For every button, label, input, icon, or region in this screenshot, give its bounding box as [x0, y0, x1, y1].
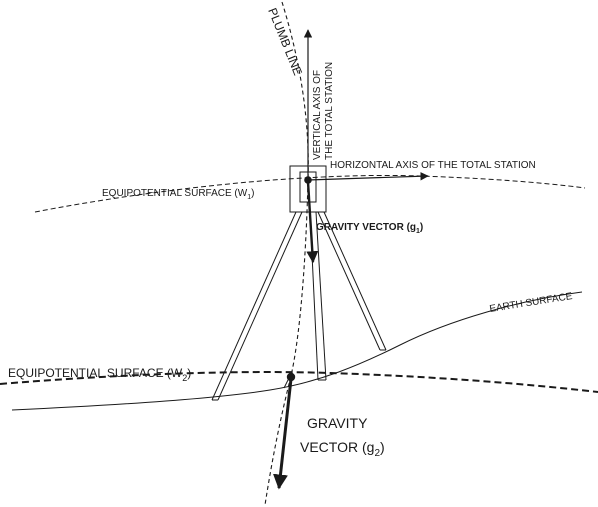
vertical-axis-label-line1: VERTICAL AXIS OF — [312, 70, 323, 160]
vertical-axis-label-line2: THE TOTAL STATION — [324, 62, 335, 160]
g1-close-paren: ) — [420, 222, 423, 233]
g2-text: VECTOR (g — [300, 439, 374, 455]
instrument-center-point — [304, 176, 312, 184]
equipotential-w1-label: EQUIPOTENTIAL SURFACE (W1) — [102, 188, 254, 201]
plumb-line — [264, 1, 309, 506]
g1-subscript: 1 — [416, 228, 420, 235]
gravity-vector-g1-arrow — [306, 181, 319, 264]
gravity-vector-g2-label-line2: VECTOR (g2) — [300, 439, 385, 459]
g2-close-paren: ) — [380, 439, 385, 455]
gravity-vector-g2-arrow — [273, 378, 293, 490]
earth-surface-label: EARTH SURFACE — [489, 291, 574, 315]
w1-subscript: 1 — [247, 194, 251, 201]
gravity-vector-g2-label-line1: GRAVITY — [307, 415, 368, 431]
equipotential-surface-w1 — [34, 174, 586, 213]
w2-subscript: 2 — [182, 373, 187, 383]
w1-close-paren: ) — [251, 188, 254, 199]
horizontal-axis-arrow — [307, 172, 429, 181]
equipotential-w2-text: EQUIPOTENTIAL SURFACE (W — [8, 366, 183, 380]
gravity-vector-g1-label: GRAVITY VECTOR (g1) — [316, 222, 423, 235]
earth-surface-line — [11, 291, 583, 411]
equipotential-w2-label: EQUIPOTENTIAL SURFACE (W2) — [8, 366, 191, 383]
tripod — [211, 211, 387, 401]
plumb-line-label: PLUMB LINE — [265, 6, 305, 77]
g1-text: GRAVITY VECTOR (g — [316, 222, 416, 233]
w2-close-paren: ) — [187, 366, 191, 380]
g2-subscript: 2 — [374, 448, 380, 459]
equipotential-w1-text: EQUIPOTENTIAL SURFACE (W — [102, 188, 248, 199]
ground-point-tick — [283, 375, 291, 389]
equipotential-surface-w2 — [0, 371, 598, 393]
horizontal-axis-label: HORIZONTAL AXIS OF THE TOTAL STATION — [330, 160, 536, 171]
